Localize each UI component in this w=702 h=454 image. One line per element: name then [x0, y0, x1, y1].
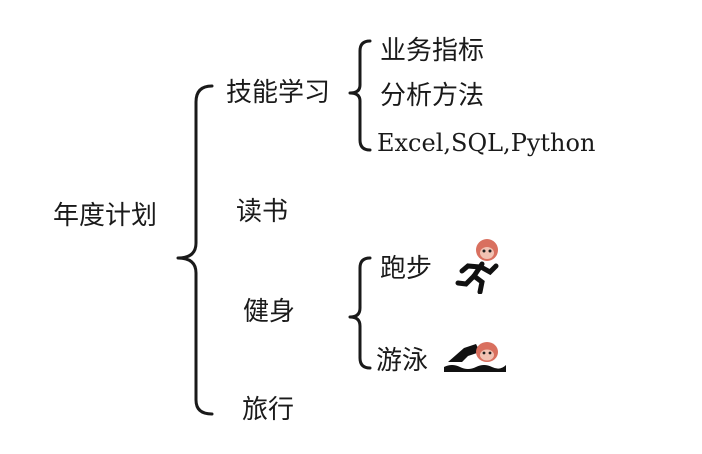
- skill-bracket: [350, 41, 370, 150]
- leaf-tools: Excel,SQL,Python: [377, 131, 595, 155]
- runner-icon: [452, 236, 504, 294]
- branch-travel: 旅行: [242, 397, 294, 423]
- branch-reading: 读书: [236, 199, 288, 225]
- root-label: 年度计划: [53, 203, 157, 229]
- leaf-business-metrics: 业务指标: [380, 38, 484, 64]
- swimmer-icon: [444, 334, 506, 372]
- fitness-bracket: [350, 258, 370, 368]
- branch-skill-learning: 技能学习: [226, 80, 330, 106]
- leaf-analysis-methods: 分析方法: [380, 83, 484, 109]
- root-bracket: [178, 86, 212, 414]
- leaf-swimming: 游泳: [376, 348, 428, 374]
- leaf-running: 跑步: [380, 256, 432, 282]
- branch-fitness: 健身: [243, 299, 295, 325]
